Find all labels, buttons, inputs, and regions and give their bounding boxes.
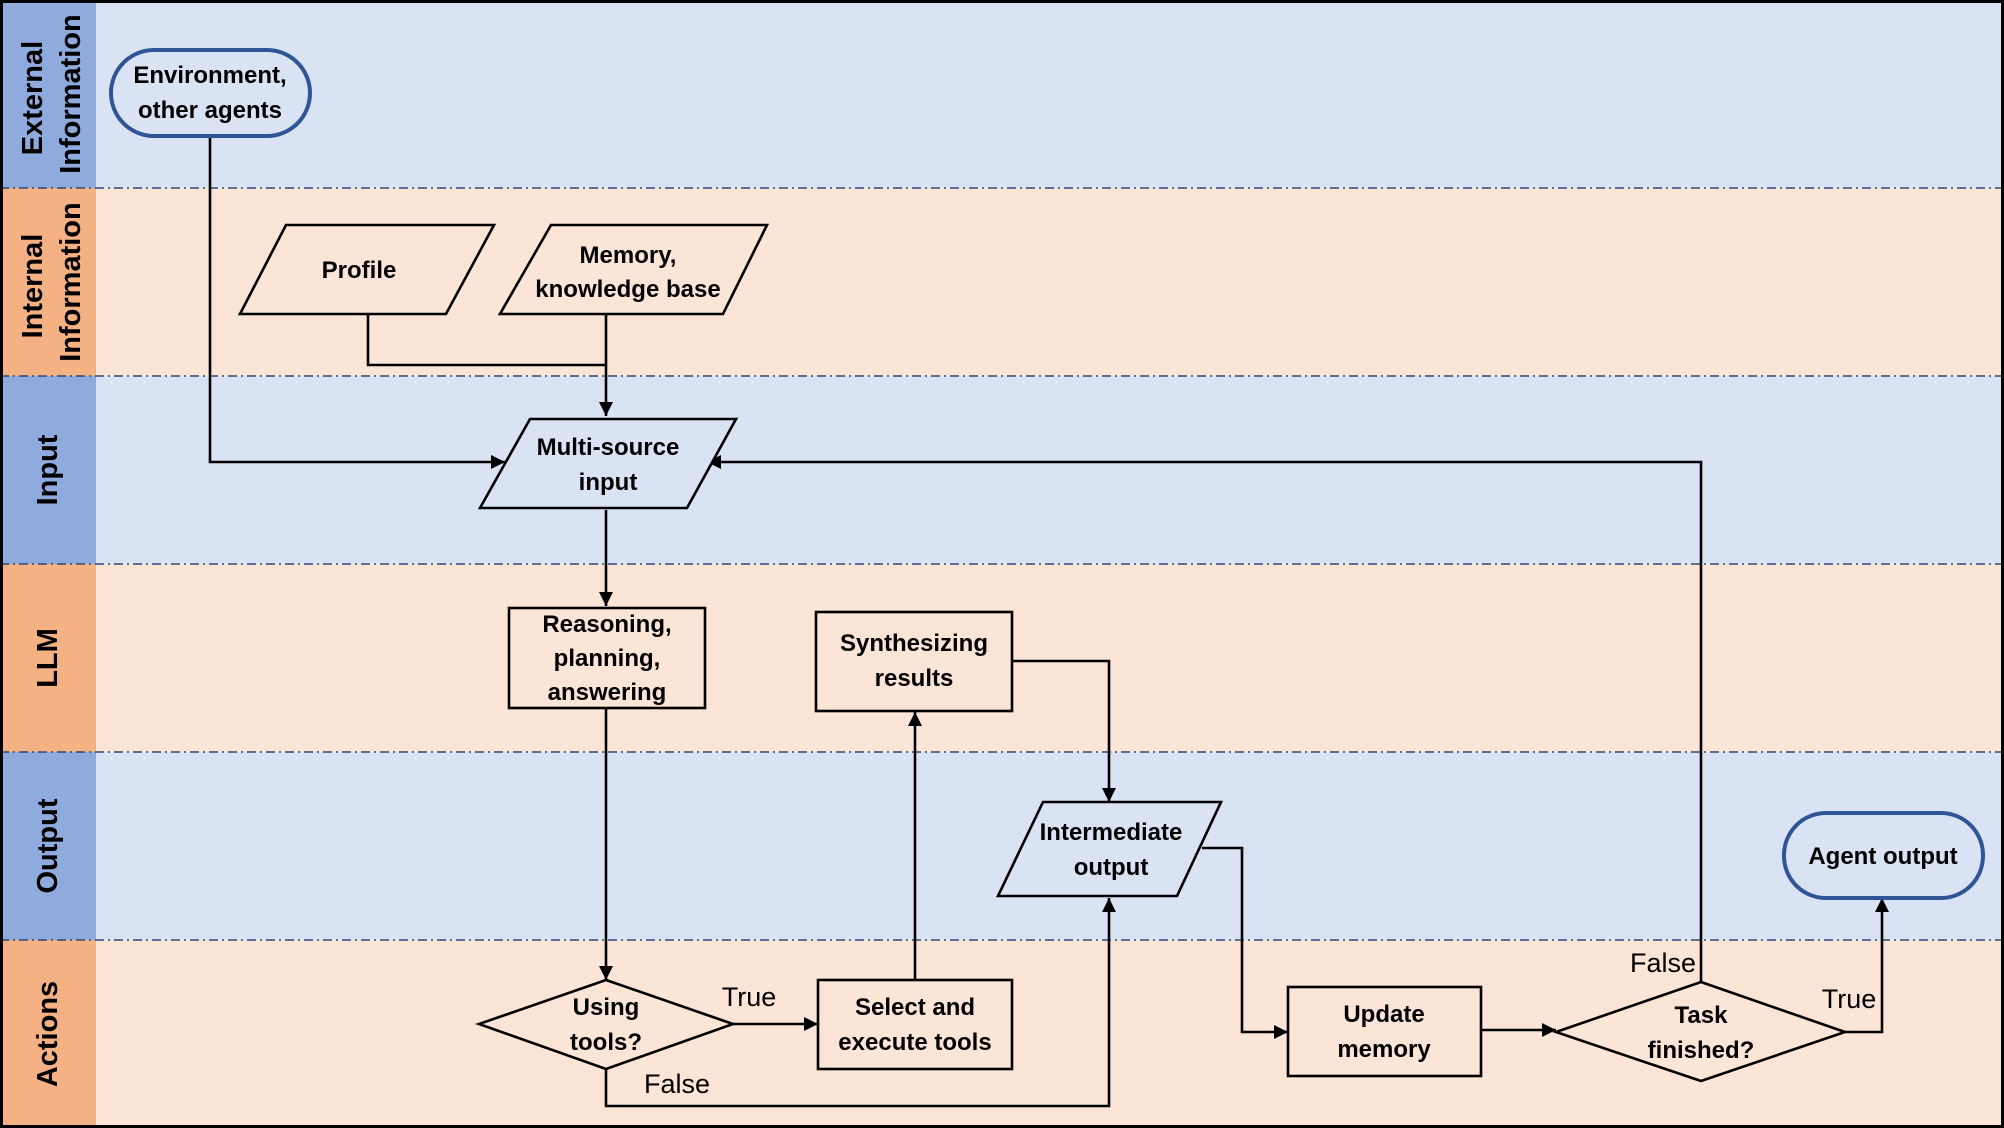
edge-task-finished-false	[707, 455, 1703, 982]
terminator-shape	[109, 48, 312, 138]
node-label: input	[579, 469, 638, 496]
lane-label-output: Output	[32, 798, 64, 893]
node-label: Intermediate	[1040, 819, 1183, 846]
node-label: answering	[548, 679, 667, 706]
lane-output-bg	[0, 752, 2004, 940]
node-select-tools: Select and execute tools	[816, 978, 1014, 1071]
node-label: finished?	[1648, 1037, 1755, 1064]
node-intermediate-output: Intermediate output	[995, 800, 1224, 898]
node-label: output	[1074, 854, 1149, 881]
node-using-tools: Using tools?	[475, 978, 737, 1071]
node-label: Multi-source	[537, 434, 680, 461]
node-label: Reasoning,	[542, 611, 671, 638]
node-agent-output: Agent output	[1782, 811, 1985, 900]
node-label: other agents	[138, 97, 282, 124]
node-label: knowledge base	[535, 276, 720, 303]
lane-output-header	[0, 752, 96, 940]
lane-input-bg	[0, 376, 2004, 564]
node-multi-source-input: Multi-source input	[477, 417, 739, 510]
decision-shape	[475, 978, 737, 1071]
node-label: Select and	[855, 994, 975, 1021]
parallelogram-shape	[477, 417, 739, 510]
lane-input-header	[0, 376, 96, 564]
node-task-finished: Task finished?	[1551, 980, 1849, 1083]
parallelogram-shape	[237, 223, 497, 316]
lane-label-line: Information	[55, 14, 87, 174]
lane-label-llm: LLM	[32, 628, 64, 688]
connectors	[208, 136, 1889, 1108]
node-profile: Profile	[237, 223, 497, 316]
lane-external-bg	[0, 0, 2004, 188]
edge-synthesizing-to-intermediate	[1011, 659, 1116, 802]
lane-label-line: Information	[55, 202, 87, 362]
edge-task-finished-true	[1845, 898, 1889, 1034]
lane-label-line: Internal	[17, 234, 49, 339]
node-label: planning,	[554, 645, 661, 672]
process-shape	[816, 978, 1014, 1071]
node-environment: Environment, other agents	[109, 48, 312, 138]
edge-profile-to-input	[366, 314, 606, 367]
parallelogram-shape	[497, 223, 770, 316]
decision-shape	[1551, 980, 1849, 1083]
lane-label-actions: Actions	[32, 981, 64, 1087]
node-label: results	[875, 665, 954, 692]
edge-label-true: True	[722, 982, 777, 1012]
node-label: Memory,	[580, 242, 677, 269]
node-label: Task	[1675, 1002, 1729, 1029]
node-synthesizing: Synthesizing results	[814, 610, 1014, 713]
process-shape	[1286, 985, 1483, 1078]
process-shape	[814, 610, 1014, 713]
edge-environment-to-input	[208, 136, 505, 469]
node-label: Using	[573, 994, 640, 1021]
terminator-shape	[1782, 811, 1985, 900]
node-label: tools?	[570, 1029, 642, 1056]
lane-actions-header	[0, 940, 96, 1128]
edge-label-true: True	[1822, 984, 1877, 1014]
node-reasoning: Reasoning, planning, answering	[507, 606, 707, 710]
edge-label-false: False	[644, 1069, 710, 1099]
node-label: Agent output	[1808, 843, 1957, 870]
parallelogram-shape	[995, 800, 1224, 898]
node-label: memory	[1337, 1036, 1431, 1063]
lane-label-external: External Information	[17, 14, 87, 174]
node-label: Synthesizing	[840, 630, 988, 657]
edge-using-tools-false	[604, 898, 1116, 1108]
node-label: execute tools	[838, 1029, 991, 1056]
node-update-memory: Update memory	[1286, 985, 1483, 1078]
node-label: Environment,	[133, 62, 286, 89]
node-label: Update	[1343, 1001, 1424, 1028]
process-shape	[507, 606, 707, 710]
node-memory: Memory, knowledge base	[497, 223, 770, 316]
edge-intermediate-to-update-memory	[1202, 846, 1288, 1039]
lane-labels: External Information Internal Informatio…	[17, 14, 87, 1087]
node-label: Profile	[322, 257, 397, 284]
lane-internal-header	[0, 188, 96, 376]
lane-label-input: Input	[32, 434, 64, 505]
lane-llm-header	[0, 564, 96, 752]
lane-label-line: External	[17, 41, 49, 155]
edge-label-false: False	[1630, 948, 1696, 978]
lane-external-header	[0, 0, 96, 188]
lane-label-internal: Internal Information	[17, 202, 87, 362]
